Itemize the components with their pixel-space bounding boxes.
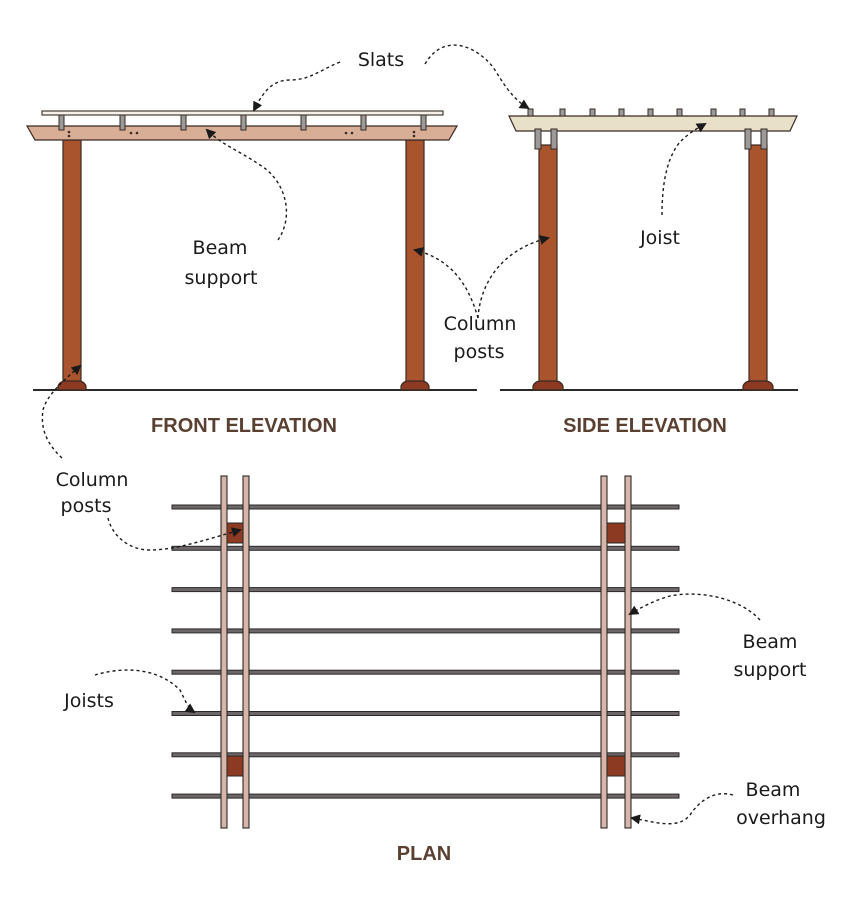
front-slat	[41, 110, 444, 116]
front-beam	[25, 125, 459, 141]
plan-heading: PLAN	[397, 843, 451, 865]
beam-support-leader	[205, 128, 288, 241]
leader-lines	[41, 44, 761, 825]
plan-joist	[171, 669, 680, 675]
plan-beam-left-outer	[220, 475, 228, 829]
slats-label: Slats	[358, 49, 404, 71]
beam-support-label-line2: support	[185, 267, 258, 289]
slats-leader-front	[253, 61, 341, 112]
front-right-post-base	[400, 380, 430, 391]
side-left-post-base	[532, 380, 564, 391]
plan-column-posts-leader-up	[41, 364, 82, 459]
front-beam-bolts	[67, 130, 416, 138]
plan-post-bottom-left	[226, 755, 244, 777]
plan-beam-overhang-label-line1: Beam	[746, 779, 801, 801]
plan-beam-overhang-leader	[630, 793, 734, 825]
slats-leader-side	[424, 44, 530, 110]
plan-beam-right-outer	[624, 475, 632, 829]
side-elevation	[500, 108, 798, 391]
side-joist	[508, 115, 798, 132]
joist-label: Joist	[639, 227, 680, 249]
front-elevation	[25, 110, 477, 391]
plan-joists-leader	[94, 669, 196, 714]
plan-column-posts-label-line2: posts	[61, 495, 112, 517]
plan-posts	[226, 522, 626, 777]
plan-beam-overhang-label-line2: overhang	[736, 807, 826, 829]
front-joist-hangers	[58, 114, 427, 131]
plan-beams	[220, 475, 632, 829]
column-posts-label-line1: Column	[444, 313, 517, 335]
plan-column-posts-label-line1: Column	[56, 469, 129, 491]
side-slat-ends	[527, 108, 775, 117]
plan-joist	[171, 793, 680, 799]
plan-column-posts-leader-plan	[107, 517, 242, 551]
front-right-post	[405, 139, 425, 387]
side-right-post	[748, 144, 768, 387]
front-left-post-base	[57, 380, 87, 391]
plan-joist	[171, 587, 680, 593]
plan-post-bottom-right	[606, 755, 626, 777]
column-posts-label-line2: posts	[454, 341, 505, 363]
plan-beam-support-label-line2: support	[734, 659, 807, 681]
plan-joists	[171, 504, 680, 799]
beam-support-label-line1: Beam	[193, 237, 248, 259]
front-left-post	[62, 139, 82, 387]
plan-joist	[171, 504, 680, 510]
column-posts-leader-side	[477, 235, 550, 319]
plan-beam-support-label-line1: Beam	[743, 631, 798, 653]
side-right-post-base	[742, 380, 774, 391]
side-elevation-heading: SIDE ELEVATION	[563, 415, 727, 437]
side-beam-ends	[534, 128, 768, 150]
column-posts-leader-front	[413, 247, 479, 319]
plan-view	[171, 475, 680, 829]
joist-leader	[661, 123, 707, 216]
plan-beam-support-leader	[628, 593, 761, 621]
plan-joist	[171, 752, 680, 758]
plan-joist	[171, 628, 680, 634]
plan-joist	[171, 711, 680, 716]
plan-beam-left-inner	[242, 475, 250, 829]
plan-joists-label: Joists	[63, 690, 114, 712]
front-elevation-heading: FRONT ELEVATION	[151, 415, 337, 437]
plan-beam-right-inner	[600, 475, 608, 829]
side-left-post	[538, 144, 558, 387]
plan-post-top-right	[606, 522, 626, 544]
